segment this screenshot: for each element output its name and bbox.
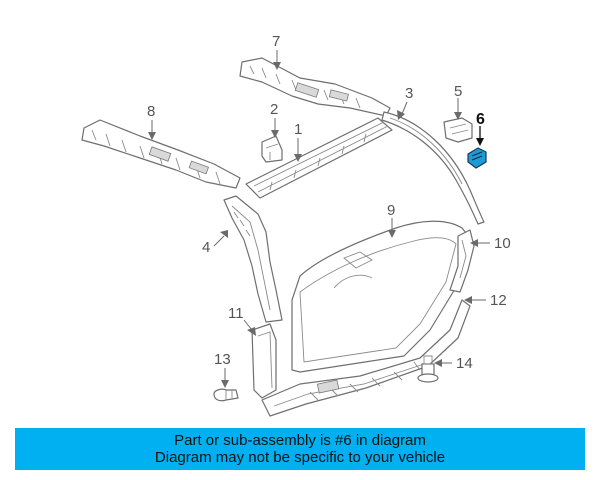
callout-7: 7 [272,33,280,50]
callout-4: 4 [202,239,210,256]
banner-line-1: Part or sub-assembly is #6 in diagram [174,432,426,449]
part-6-clip [467,147,487,169]
part-9-liftgate-panel [291,220,471,373]
part-12-sill-plate [261,299,471,417]
callout-6: 6 [476,111,485,128]
part-2-clip [261,135,283,163]
leader-lines [148,50,490,388]
part-8-bracket [81,119,241,189]
part-10-right-trim [449,229,475,293]
callout-8: 8 [147,103,155,120]
part-7-bracket [239,57,391,117]
part-1-header-panel [245,117,393,199]
part-5-hinge [443,117,473,143]
callout-12: 12 [490,292,507,309]
callout-labels: 7 8 2 1 3 5 6 9 4 10 11 12 13 14 [147,33,511,372]
callout-5: 5 [454,83,462,100]
callout-1: 1 [294,121,302,138]
callout-11: 11 [228,305,244,322]
callout-9: 9 [387,202,395,219]
part-4-pillar-trim [223,195,283,323]
part-14-fastener [417,355,439,383]
callout-13: 13 [214,351,231,368]
callout-14: 14 [456,355,473,372]
info-banner: Part or sub-assembly is #6 in diagram Di… [15,428,585,470]
banner-line-2: Diagram may not be specific to your vehi… [154,449,446,466]
callout-3: 3 [405,85,413,102]
part-13-fastener [213,388,239,402]
callout-10: 10 [494,235,511,252]
part-3-arch-molding [381,111,485,225]
part-11-lower-trim [251,323,277,399]
callout-2: 2 [270,101,278,118]
parts-diagram: 7 8 2 1 3 5 6 9 4 10 11 12 13 14 [81,33,511,417]
